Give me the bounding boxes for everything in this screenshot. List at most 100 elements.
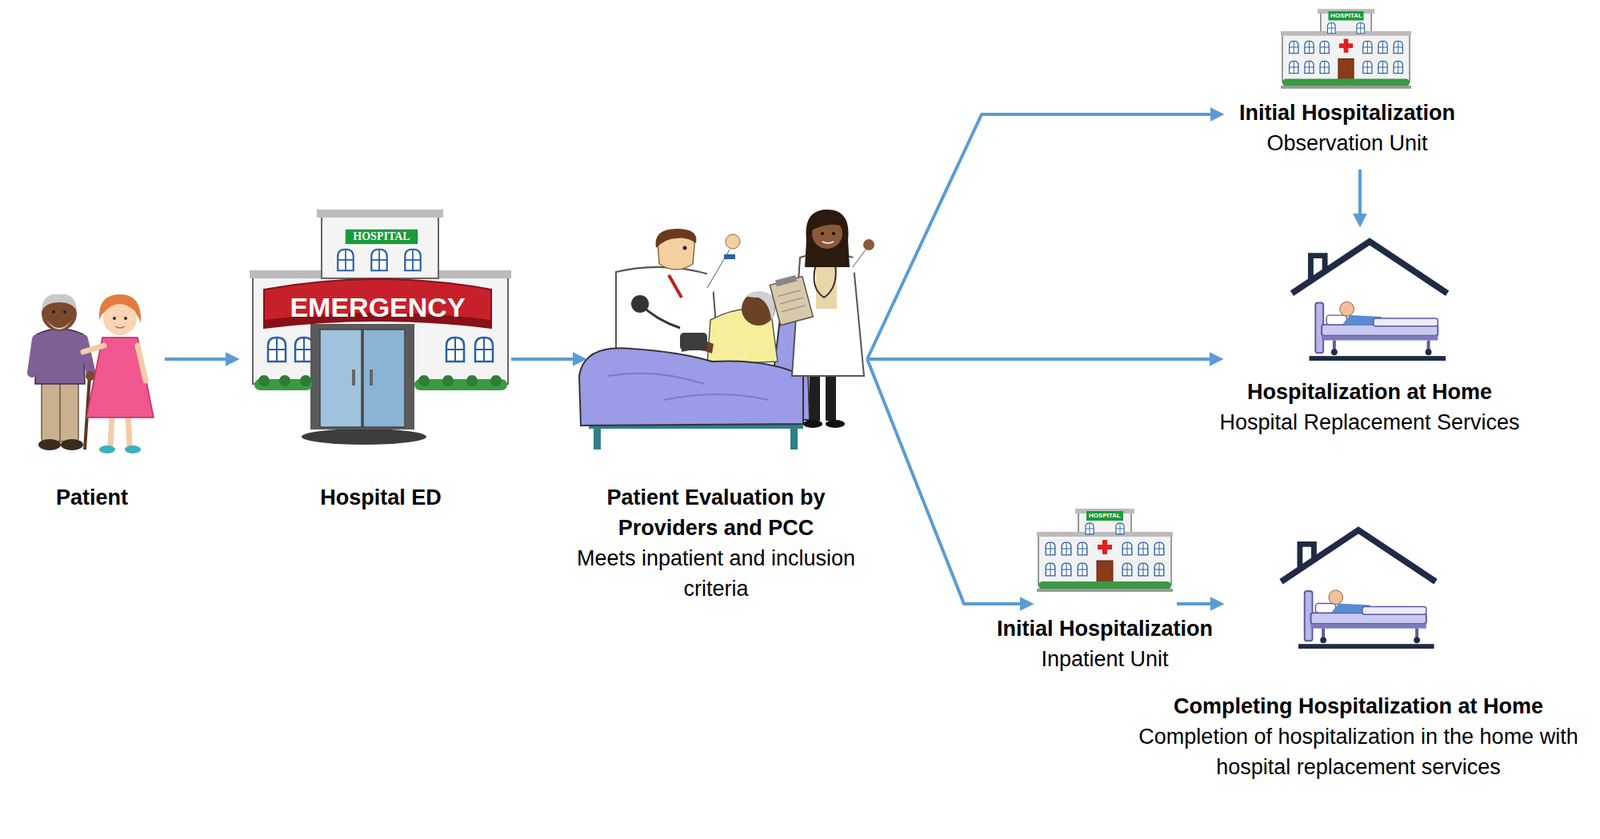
patient-figures-part [32, 339, 37, 373]
home-bed-icons [1280, 241, 1448, 649]
step-title: Patient [28, 482, 156, 513]
emergency-hospital-building-part [363, 329, 405, 428]
emergency-hospital-building-part [320, 329, 362, 428]
evaluation-illustration [579, 209, 875, 450]
patient-figures-part [46, 320, 72, 330]
step-description: Completion of hospitalization in the hom… [1134, 721, 1583, 783]
evaluation-illustration-part [825, 420, 845, 428]
evaluation-illustration-part-part [777, 290, 801, 297]
evaluation-illustration-part [852, 249, 866, 268]
building-awning-text: EMERGENCY [289, 293, 465, 321]
flow-step: Initial HospitalizationObservation Unit [1199, 4, 1496, 159]
evaluation-illustration-part [804, 209, 850, 268]
flow-step: Completing Hospitalization at HomeComple… [1134, 525, 1583, 783]
flow-step: Hospitalization at HomeHospital Replacem… [1197, 236, 1542, 438]
flow-arrow [511, 357, 584, 361]
patient-figures-part [35, 328, 85, 384]
emergency-hospital-building-part [295, 337, 313, 362]
step-icon-area [24, 296, 160, 483]
hospital-sign-text: HOSPITAL [352, 231, 410, 243]
patient-figures-part [60, 439, 84, 451]
patient-figures-part [110, 416, 112, 447]
step-description: Meets inpatient and inclusion criteria [576, 543, 856, 604]
evaluation-illustration-part [656, 228, 697, 248]
emergency-hospital-building-part [321, 216, 439, 279]
patient-figures-part [83, 339, 92, 375]
evaluation-illustration-part [820, 232, 824, 236]
emergency-hospital-building-part [300, 375, 312, 387]
patient-figures-part [59, 384, 61, 442]
hospital-icons-part [1280, 8, 1412, 89]
patient-figures-part [112, 316, 116, 320]
evaluation-illustration-part [579, 348, 804, 426]
emergency-hospital-building-part [352, 369, 356, 386]
emergency-hospital-building-part [446, 337, 464, 362]
evaluation-illustration-part-part [775, 275, 797, 287]
patient-figures-part [137, 345, 146, 381]
step-title: Hospitalization at Home [1197, 376, 1542, 408]
evaluation-illustration-part [814, 264, 836, 298]
evaluation-illustration-part [724, 254, 736, 260]
patient-figures-part [99, 445, 116, 454]
emergency-hospital-building-part [279, 375, 291, 387]
hospital-sign-text: HOSPITAL [1330, 12, 1363, 20]
evaluation-illustration-part [640, 304, 680, 328]
step-icon-area [1036, 504, 1174, 614]
step-description: Hospital Replacement Services [1197, 407, 1542, 438]
flow-arrow [164, 357, 237, 361]
hospital-icons [1036, 8, 1412, 592]
step-icon-area [576, 208, 856, 483]
flow-step: Patient Evaluation by Providers and PCCM… [576, 208, 856, 604]
patient-figures-part [115, 326, 125, 328]
evaluation-illustration-part [741, 292, 776, 326]
emergency-hospital-building [249, 209, 512, 445]
flow-step: Patient [24, 296, 160, 513]
flow-arrow [867, 114, 1222, 360]
patient-figures-part [63, 310, 67, 314]
emergency-hospital-building-part [310, 324, 415, 430]
emergency-hospital-building-part [369, 369, 373, 386]
evaluation-illustration-part [822, 241, 834, 244]
evaluation-illustration-part [668, 275, 682, 298]
step-title: Hospital ED [252, 482, 509, 513]
step-description: Inpatient Unit [960, 644, 1249, 675]
emergency-hospital-building-part [268, 337, 286, 362]
step-icon-area [1265, 525, 1452, 692]
evaluation-illustration-part [680, 332, 708, 351]
evaluation-illustration-part [608, 373, 704, 384]
flow-step: Hospital ED [252, 208, 509, 513]
step-title: Initial Hospitalization [1199, 97, 1496, 128]
step-description: Observation Unit [1199, 128, 1496, 159]
evaluation-illustration-part [683, 246, 688, 251]
emergency-hospital-building-part [475, 337, 493, 362]
flow-arrow [867, 357, 1221, 361]
emergency-hospital-building-part [404, 249, 420, 271]
emergency-hospital-building-part [466, 375, 478, 387]
patient-figures-part [38, 439, 61, 451]
patient-figures-part [124, 445, 141, 454]
step-icon-area [1287, 236, 1452, 377]
emergency-hospital-building-part [258, 375, 270, 387]
emergency-hospital-building-part [344, 228, 419, 245]
flow-step: Initial HospitalizationInpatient Unit [960, 504, 1249, 675]
step-title: Initial Hospitalization [960, 613, 1249, 644]
step-title: Completing Hospitalization at Home [1134, 691, 1583, 722]
evaluation-illustration-part [768, 273, 813, 326]
emergency-hospital-building-part [442, 375, 454, 387]
emergency-hospital-building-part [316, 209, 444, 218]
evaluation-illustration-part [832, 232, 836, 236]
patient-figures-part [124, 316, 128, 320]
emergency-hospital-building-part [337, 249, 353, 271]
flow-arrow [1176, 602, 1222, 606]
evaluation-illustration-part [803, 420, 823, 428]
hospital-sign-text: HOSPITAL [1088, 512, 1121, 520]
patient-figures-part [41, 294, 77, 312]
emergency-hospital-building-part [301, 428, 427, 445]
evaluation-illustration-part [745, 291, 776, 320]
evaluation-illustration-part [664, 394, 768, 400]
evaluation-illustration-part [852, 249, 866, 268]
step-icon-area [252, 208, 509, 483]
patient-figures-part [41, 376, 79, 442]
flow-arrow [867, 359, 1032, 604]
